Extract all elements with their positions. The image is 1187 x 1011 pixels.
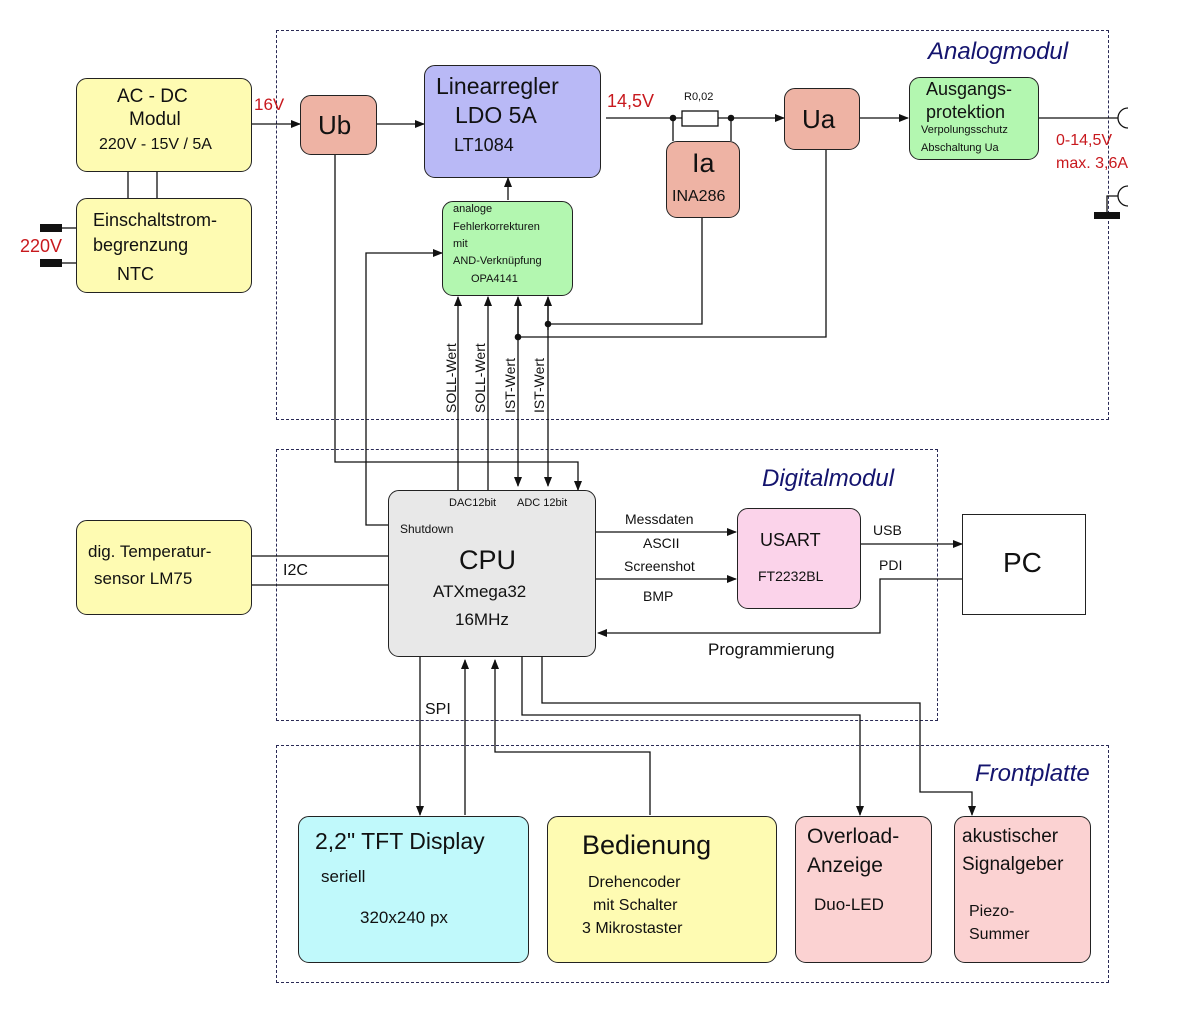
inrush-ntc: NTC (117, 264, 154, 284)
block-bedienung[interactable]: Bedienung Drehencoder mit Schalter 3 Mik… (547, 816, 777, 963)
block-output-protection[interactable]: Ausgangs- protektion Verpolungsschutz Ab… (909, 77, 1039, 160)
label-spi: SPI (425, 701, 451, 718)
label-bmp: BMP (643, 588, 674, 604)
tft-resolution: 320x240 px (360, 908, 448, 927)
label-output-voltage: 0-14,5V (1056, 132, 1113, 149)
acdc-subtitle: Modul (129, 109, 181, 130)
label-shunt: R0,02 (684, 91, 714, 103)
block-pc[interactable]: PC (962, 514, 1086, 615)
block-linear-regulator[interactable]: Linearregler LDO 5A LT1084 (424, 65, 601, 178)
cpu-part: ATXmega32 (433, 582, 527, 601)
overload-title-1: Overload- (807, 825, 900, 848)
block-ub[interactable]: Ub (300, 95, 377, 155)
block-acdc-module[interactable]: AC - DC Modul 220V - 15V / 5A (76, 78, 252, 172)
label-usb: USB (873, 522, 902, 538)
block-inrush-limiter[interactable]: Einschaltstrom- begrenzung NTC (76, 198, 252, 293)
errcorr-line-1: analoge (453, 203, 493, 215)
ldo-part: LT1084 (454, 135, 514, 155)
label-16v: 16V (254, 95, 285, 114)
region-analogmodul (276, 30, 1109, 420)
wire-ia-feedback (548, 214, 703, 325)
inrush-title-1: Einschaltstrom- (93, 210, 218, 230)
errcorr-line-2: Fehlerkorrekturen (453, 221, 540, 233)
inrush-title-2: begrenzung (93, 235, 189, 255)
label-i2c: I2C (283, 562, 308, 579)
bedienung-switch: mit Schalter (593, 897, 678, 914)
label-ist-wert-2: IST-Wert (531, 358, 547, 413)
tft-title: 2,2" TFT Display (315, 828, 485, 854)
errcorr-line-3: mit (453, 238, 468, 250)
buzzer-title-1: akustischer (962, 826, 1059, 847)
label-programmierung: Programmierung (708, 640, 835, 659)
ub-label: Ub (318, 110, 352, 140)
buzzer-title-2: Signalgeber (962, 854, 1064, 875)
overload-title-2: Anzeige (807, 854, 883, 877)
errcorr-part: OPA4141 (471, 273, 518, 285)
protect-reverse-polarity: Verpolungsschutz (921, 124, 1008, 136)
block-acoustic-signal[interactable]: akustischer Signalgeber Piezo- Summer (954, 816, 1091, 963)
block-temperature-sensor[interactable]: dig. Temperatur- sensor LM75 (76, 520, 252, 615)
region-title-digitalmodul: Digitalmodul (762, 465, 895, 492)
bedienung-encoder: Drehencoder (588, 874, 681, 891)
protect-title-2: protektion (926, 102, 1006, 122)
wire-ub-cpu (334, 155, 582, 491)
overload-led: Duo-LED (814, 895, 884, 914)
shunt-resistor (681, 110, 719, 127)
usart-title: USART (760, 530, 821, 550)
block-usart[interactable]: USART FT2232BL (737, 508, 861, 609)
block-ia-current-sense[interactable]: Ia INA286 (666, 141, 740, 218)
protect-shutdown: Abschaltung Ua (921, 142, 999, 154)
ia-part: INA286 (672, 188, 726, 205)
protect-title-1: Ausgangs- (926, 79, 1013, 99)
block-ua[interactable]: Ua (784, 88, 860, 150)
bedienung-title: Bedienung (582, 830, 712, 860)
label-ist-wert-1: IST-Wert (502, 358, 518, 413)
temp-title-1: dig. Temperatur- (88, 542, 212, 561)
usart-part: FT2232BL (758, 568, 824, 584)
bedienung-buttons: 3 Mikrostaster (582, 920, 683, 937)
cpu-clock: 16MHz (455, 610, 509, 629)
cpu-title: CPU (459, 545, 517, 575)
acdc-spec: 220V - 15V / 5A (99, 136, 212, 153)
label-ascii: ASCII (643, 535, 680, 551)
label-220v: 220V (20, 236, 63, 256)
buzzer-type-2: Summer (969, 926, 1030, 943)
region-title-analogmodul: Analogmodul (928, 38, 1069, 65)
label-pdi: PDI (879, 557, 903, 573)
label-messdaten: Messdaten (625, 511, 694, 527)
block-cpu[interactable]: DAC12bit ADC 12bit Shutdown CPU ATXmega3… (388, 490, 596, 657)
ldo-subtitle: LDO 5A (455, 102, 537, 128)
block-tft-display[interactable]: 2,2" TFT Display seriell 320x240 px (298, 816, 529, 963)
label-screenshot: Screenshot (624, 558, 695, 574)
pc-label: PC (1003, 547, 1042, 578)
wire-shutdown (365, 249, 443, 526)
cpu-adc-label: ADC 12bit (517, 497, 568, 509)
wire-ua-feedback (518, 150, 827, 338)
errcorr-line-4: AND-Verknüpfung (453, 255, 542, 267)
region-frontplatte (276, 745, 1109, 983)
region-title-frontplatte: Frontplatte (975, 760, 1090, 787)
cpu-dac-label: DAC12bit (449, 497, 497, 509)
wire-bedienung-cpu (491, 659, 651, 815)
cpu-shutdown-label: Shutdown (400, 522, 454, 536)
label-soll-wert-2: SOLL-Wert (472, 343, 488, 413)
label-output-current: max. 3,6A (1056, 155, 1129, 172)
label-14-5v: 14,5V (607, 91, 655, 111)
buzzer-type-1: Piezo- (969, 903, 1015, 920)
block-overload-indicator[interactable]: Overload- Anzeige Duo-LED (795, 816, 932, 963)
block-error-correction[interactable]: analoge Fehlerkorrekturen mit AND-Verknü… (442, 201, 573, 296)
label-soll-wert-1: SOLL-Wert (443, 343, 459, 413)
tft-interface: seriell (321, 867, 366, 886)
ua-label: Ua (802, 104, 836, 134)
acdc-title: AC - DC (117, 86, 188, 107)
wire-cpu-overload (521, 657, 864, 816)
wire-cpu-buzzer (541, 657, 976, 816)
wire-pdi-programming (597, 578, 962, 637)
ldo-title: Linearregler (436, 73, 559, 99)
temp-title-2: sensor LM75 (94, 569, 193, 588)
ia-label: Ia (692, 148, 715, 178)
